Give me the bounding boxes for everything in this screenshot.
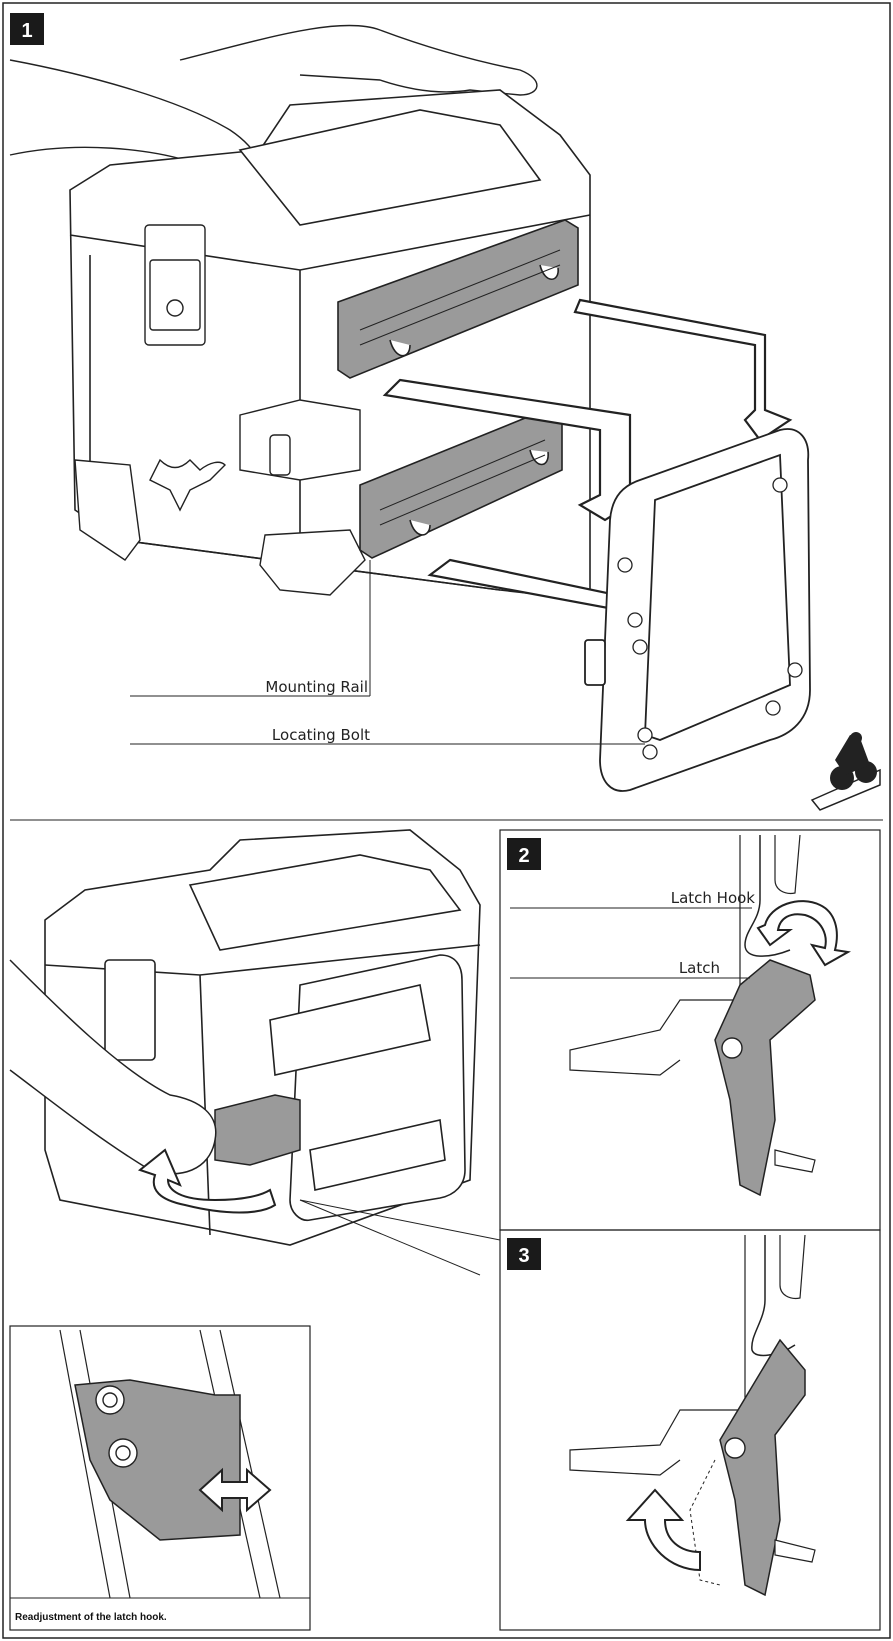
latch-hook-plate — [74, 1379, 241, 1541]
step-2-badge — [507, 838, 541, 870]
step-1-number: 1 — [21, 20, 32, 42]
bolt-icon — [617, 477, 803, 760]
case-latch — [104, 959, 156, 1061]
step-2-number: 2 — [518, 845, 529, 867]
latch-label: Latch — [679, 959, 720, 977]
mounting-rail-label: Mounting Rail — [265, 678, 368, 696]
step-3-panel: 3 — [499, 1229, 881, 1631]
side-carrier-frame — [584, 428, 811, 792]
attached-case-view — [9, 829, 501, 1276]
step-1-panel: 1 — [9, 13, 881, 811]
step-2-panel: 2 Latch Hook Latch — [499, 829, 881, 1231]
latch-hook-label: Latch Hook — [671, 889, 756, 907]
brand-logo-icon — [149, 458, 226, 512]
step-3-frame — [499, 1229, 881, 1631]
latch-grey — [214, 1094, 301, 1166]
case-latch — [144, 224, 361, 481]
latch-hook — [744, 835, 791, 957]
rotate-arrow-icon — [756, 900, 852, 967]
latch-grey — [719, 1338, 806, 1597]
step-3-badge — [507, 1238, 541, 1270]
rotate-arrow-icon — [625, 1488, 701, 1572]
detail-caption: Readjustment of the latch hook. — [15, 1612, 167, 1623]
hand-icon — [9, 959, 217, 1175]
locating-bolt-label: Locating Bolt — [272, 726, 370, 744]
detail-frame — [9, 1325, 311, 1631]
double-arrow-icon — [198, 1467, 272, 1513]
step-3-number: 3 — [518, 1245, 529, 1267]
latch-grey — [714, 959, 816, 1197]
bolt-icon — [95, 1385, 138, 1468]
corner-protector — [74, 459, 366, 596]
step-1-badge — [10, 13, 44, 45]
motorcycle-icon — [810, 732, 881, 811]
rotate-arrow-icon — [137, 1148, 277, 1214]
mounting-rail-upper — [337, 219, 579, 379]
detail-inset: Readjustment of the latch hook. — [9, 1325, 311, 1631]
